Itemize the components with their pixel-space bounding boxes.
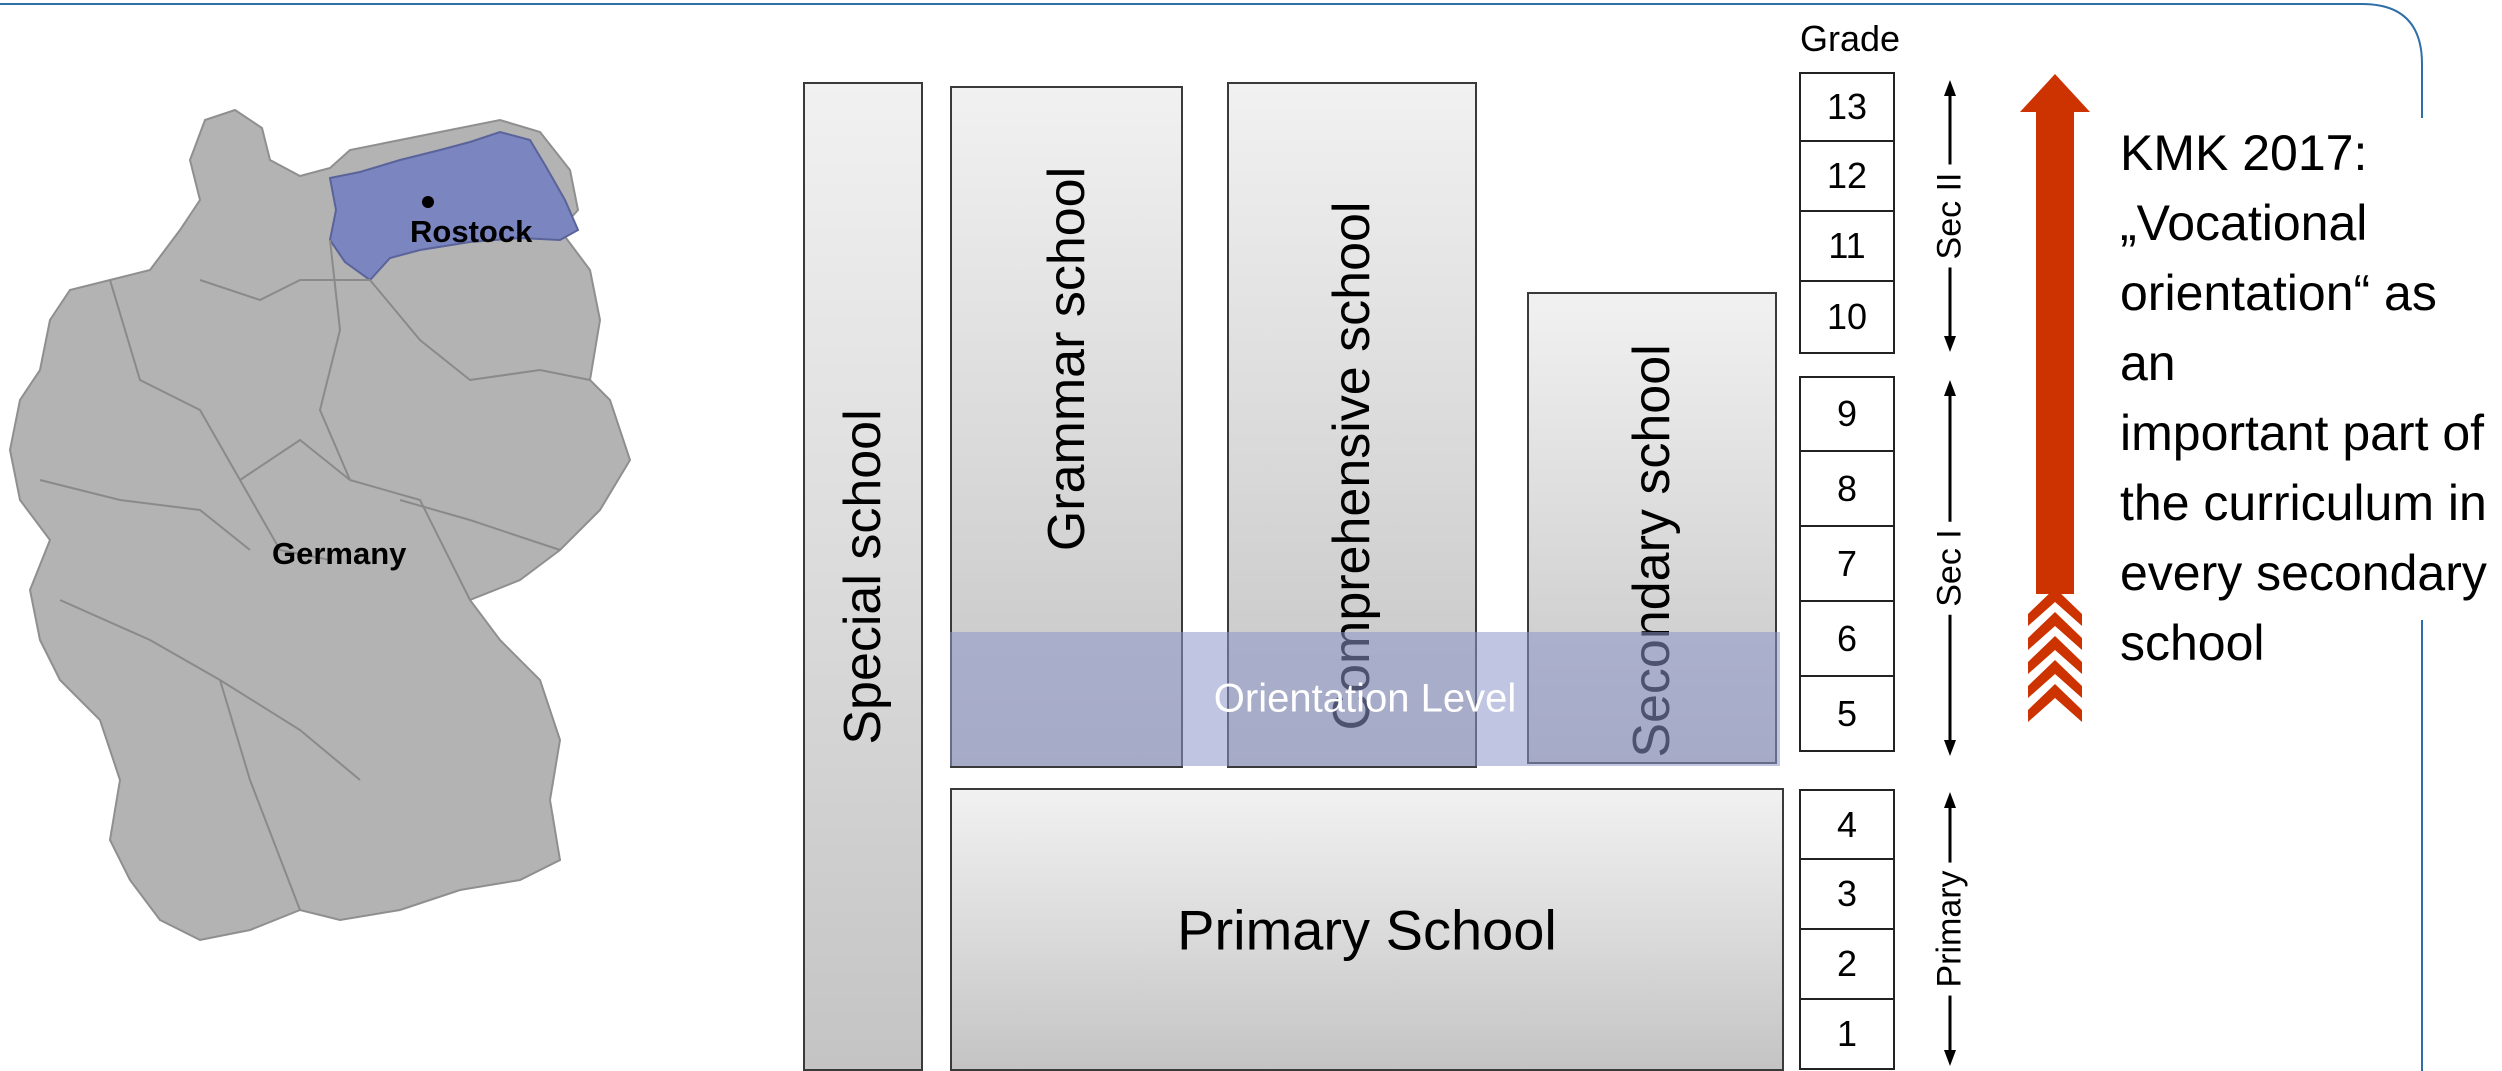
grade-cell: 3 <box>1799 860 1895 930</box>
orientation-level-band: Orientation Level <box>950 632 1780 766</box>
grade-stack-sec2: 13 12 11 10 <box>1799 72 1895 354</box>
kmk-line: orientation“ as an <box>2120 265 2437 391</box>
sec1-label: Sec I <box>1930 521 1970 615</box>
rostock-marker <box>422 196 434 208</box>
sec1-range-arrow: Sec I <box>1920 380 1980 756</box>
grade-cell: 1 <box>1799 1000 1895 1070</box>
grade-cell: 8 <box>1799 452 1895 527</box>
sec2-label: Sec II <box>1930 164 1970 268</box>
state-borders <box>39 239 591 911</box>
kmk-line: the curriculum in <box>2120 475 2487 531</box>
germany-map <box>8 108 632 942</box>
grade-cell: 4 <box>1799 789 1895 860</box>
grade-cell: 7 <box>1799 527 1895 602</box>
grade-cell: 6 <box>1799 602 1895 677</box>
grade-stack-sec1: 9 8 7 6 5 <box>1799 376 1895 752</box>
germany-label: Germany <box>272 536 407 571</box>
sec2-range-arrow: Sec II <box>1920 80 1980 352</box>
grade-cell: 5 <box>1799 677 1895 752</box>
grade-cell: 10 <box>1799 282 1895 354</box>
orientation-level-label: Orientation Level <box>1213 676 1517 721</box>
kmk-line: important part of <box>2120 405 2485 461</box>
grade-stack-primary: 4 3 2 1 <box>1799 789 1895 1070</box>
chevron-stack-icon <box>2028 588 2082 722</box>
grade-title: Grade <box>1799 18 1901 59</box>
grade-cell: 2 <box>1799 930 1895 1000</box>
primary-label: Primary <box>1930 862 1970 996</box>
primary-school-label: Primary School <box>1177 898 1557 961</box>
progression-arrow <box>2020 74 2090 722</box>
rostock-label: Rostock <box>410 214 533 249</box>
kmk-statement: KMK 2017: „Vocational orientation“ as an… <box>2120 118 2500 678</box>
grade-cell: 11 <box>1799 212 1895 282</box>
primary-range-arrow: Primary <box>1920 792 1980 1066</box>
germany-shape <box>8 108 632 942</box>
grade-cell: 9 <box>1799 376 1895 452</box>
grade-cell: 12 <box>1799 142 1895 212</box>
kmk-line: school <box>2120 615 2265 671</box>
kmk-line: every secondary <box>2120 545 2487 601</box>
kmk-line: „Vocational <box>2120 195 2368 251</box>
grammar-school-label: Grammar school <box>1037 167 1096 552</box>
grade-cell: 13 <box>1799 72 1895 142</box>
special-school-column: Special school <box>803 82 923 1071</box>
special-school-label: Special school <box>834 408 892 745</box>
mecklenburg-region <box>328 130 580 282</box>
primary-school-block: Primary School <box>950 788 1784 1071</box>
kmk-line: KMK 2017: <box>2120 125 2368 181</box>
